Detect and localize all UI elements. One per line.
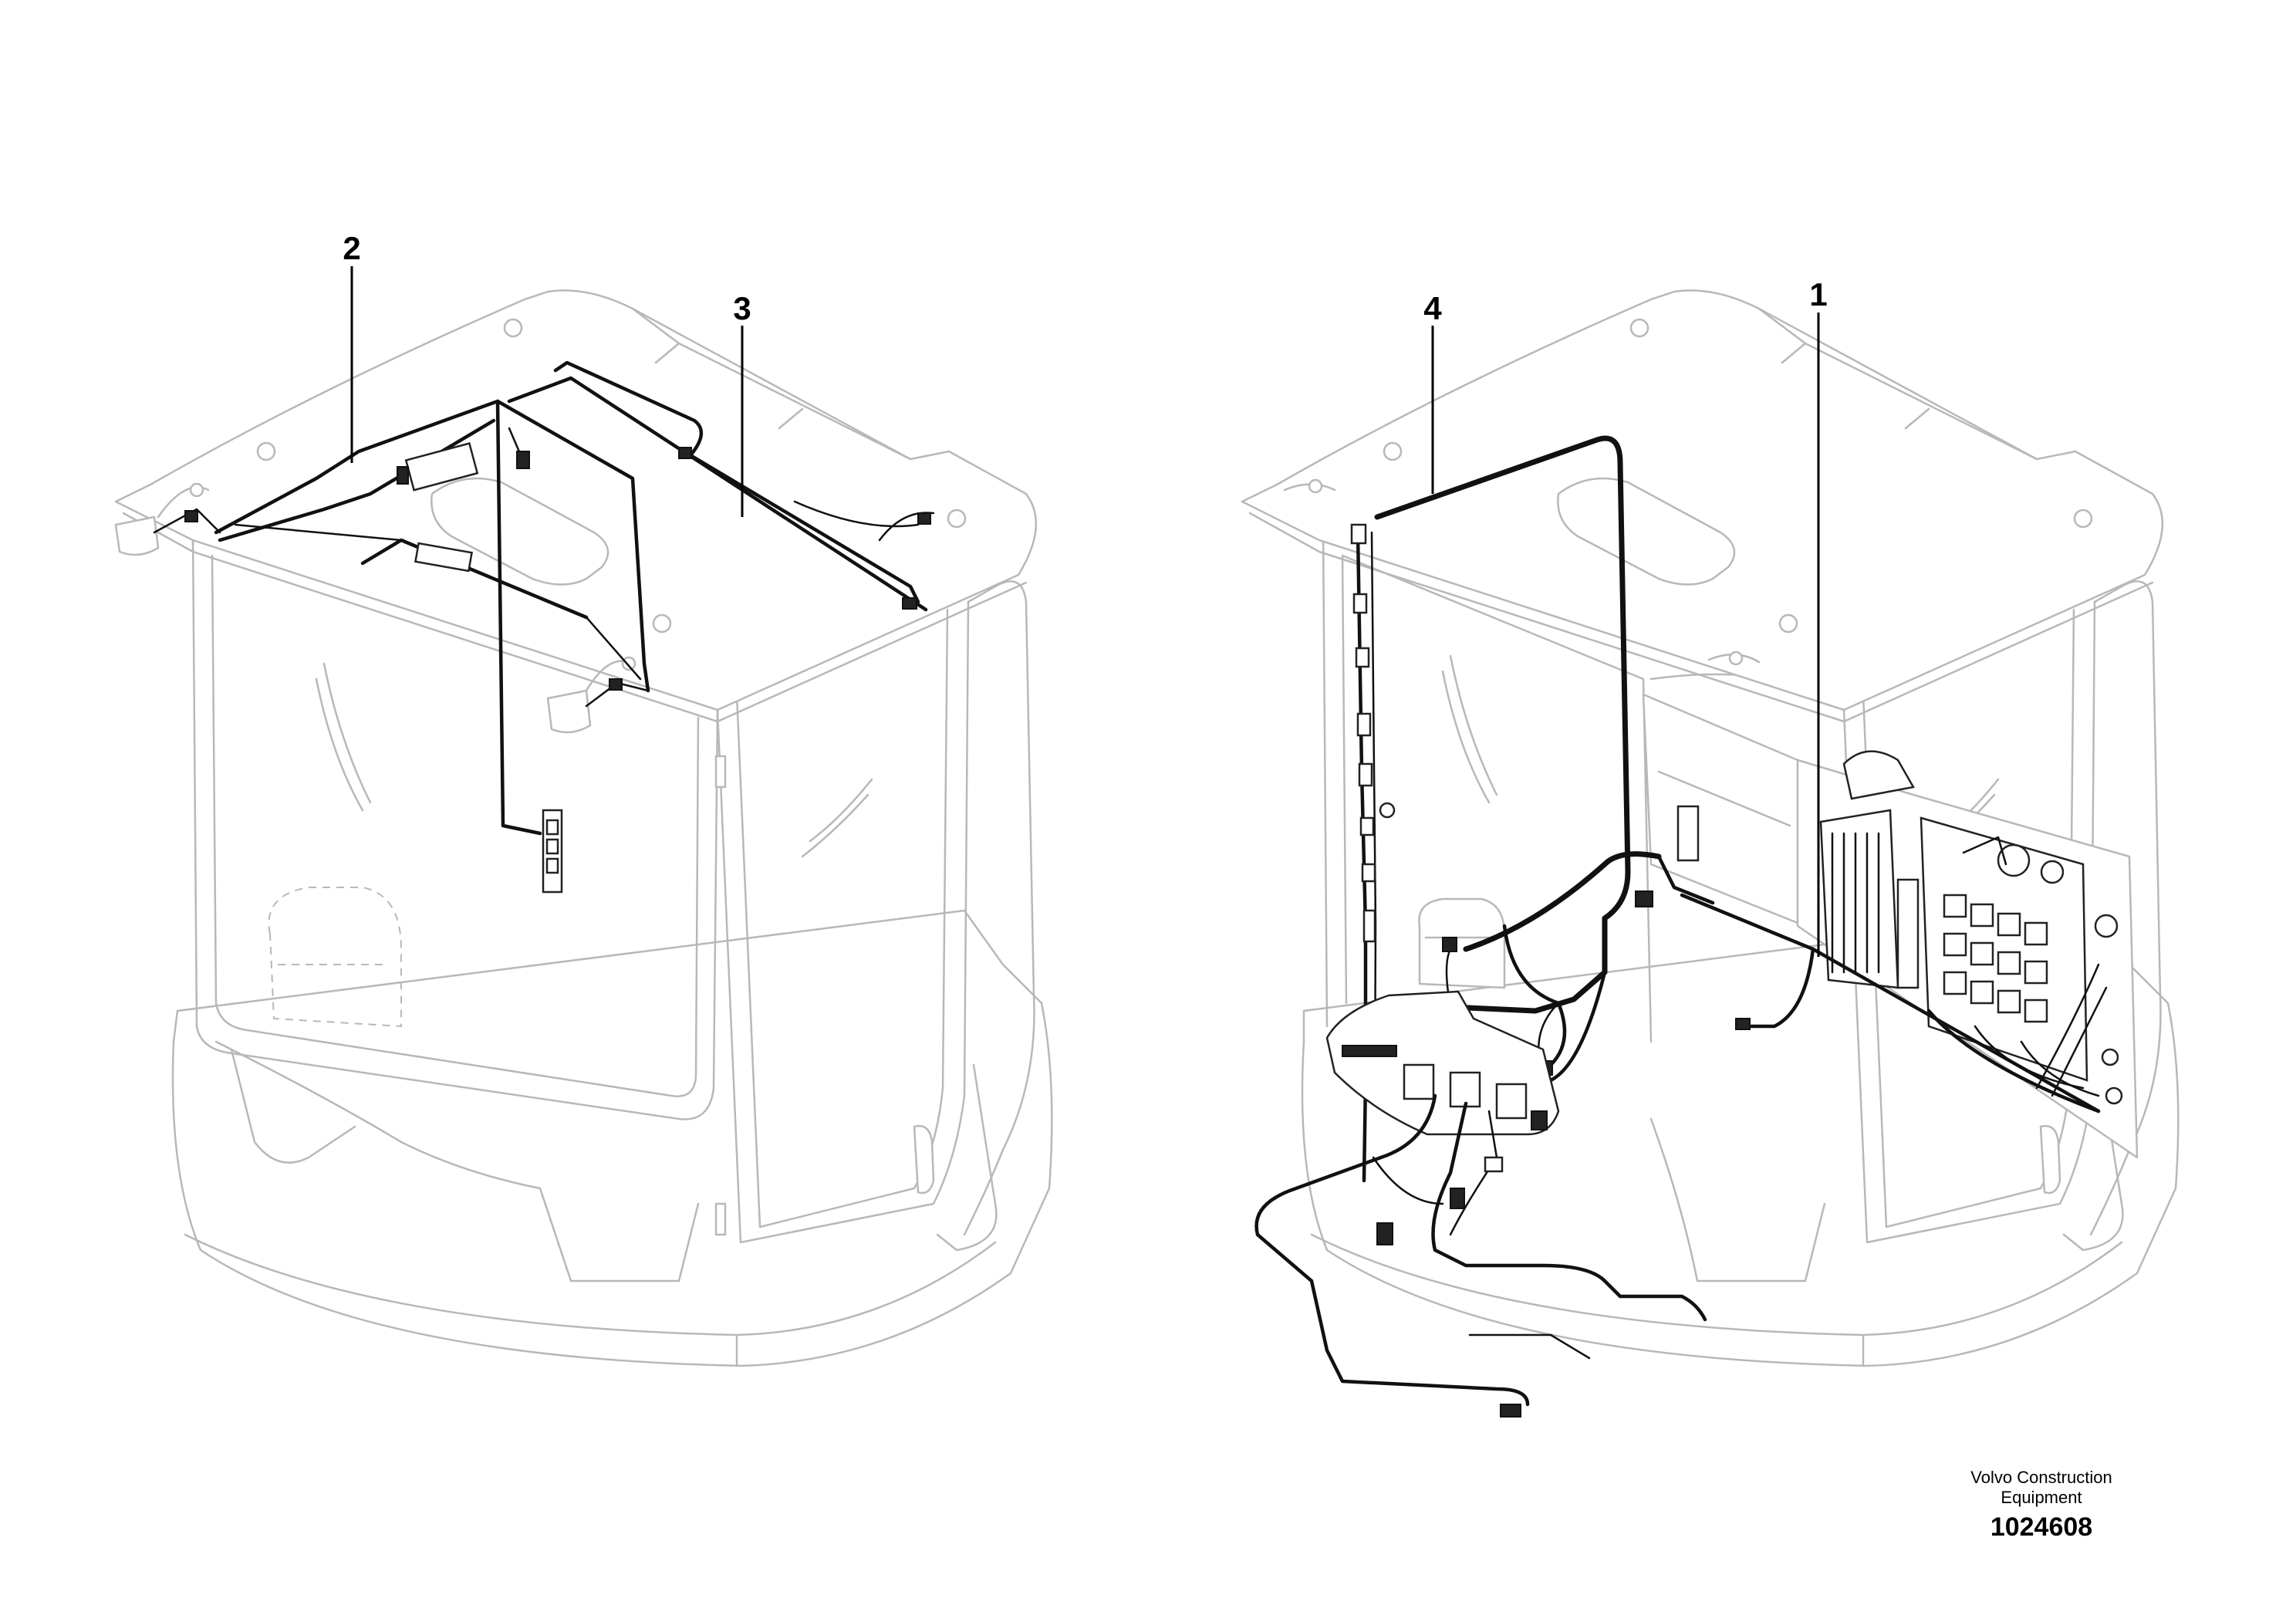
callout-4: 4 [1423,290,1442,326]
company-name: Volvo Construction Equipment [1926,1468,2157,1508]
harness-3-roof [507,360,935,612]
callout-1: 1 [1809,276,1827,313]
company-name-line2: Equipment [2001,1488,2082,1507]
pillar-connectors [1350,523,1396,943]
company-name-line1: Volvo Construction [1970,1468,2112,1487]
callout-2: 2 [343,230,360,266]
drawing-number: 1024608 [1990,1512,2093,1542]
callout-3: 3 [733,290,751,326]
harness-2-roof [153,399,650,894]
left-cab-illustration [114,289,1053,1367]
callout-leaders [350,266,1820,957]
electrical-distribution-panel [1642,693,2139,1159]
relay-block [1943,894,2048,1023]
roof-bolts-left [256,318,967,634]
harness-4-interior [1254,435,1715,1418]
roof-bolts-right [1383,318,2093,634]
